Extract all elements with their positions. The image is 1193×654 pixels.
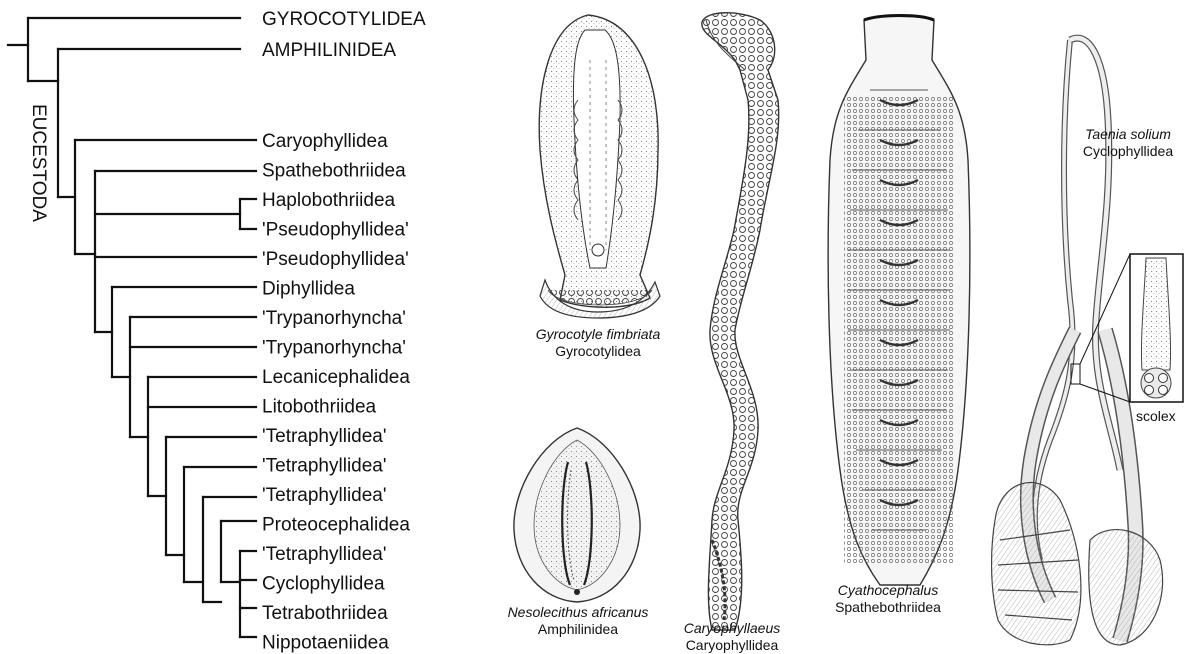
caption-nesolecithus: Nesolecithus africanus Amphilinidea	[498, 604, 658, 638]
taxon-label: Tetrabothriidea	[262, 603, 388, 624]
caption-species: Nesolecithus africanus	[498, 604, 658, 621]
taxon-label: 'Tetraphyllidea'	[262, 426, 387, 447]
taxon-label-amphilinidea: AMPHILINIDEA	[262, 40, 396, 61]
taxon-label: Lecanicephalidea	[262, 367, 410, 388]
taxon-label: 'Trypanorhyncha'	[262, 338, 406, 359]
caption-species: Caryophyllaeus	[672, 620, 792, 637]
caption-order: Cyclophyllidea	[1068, 143, 1188, 160]
taxon-label: 'Trypanorhyncha'	[262, 308, 406, 329]
scolex-inset	[1130, 254, 1183, 402]
taxon-label: 'Tetraphyllidea'	[262, 456, 387, 477]
caption-order: Spathebothriidea	[818, 599, 958, 616]
taxon-label: Spathebothriidea	[262, 161, 406, 182]
taxon-label: 'Tetraphyllidea'	[262, 485, 387, 506]
taxon-label: Nippotaeniidea	[262, 633, 389, 654]
caption-species: Cyathocephalus	[818, 582, 958, 599]
caryophyllaeus-illustration	[702, 13, 779, 630]
taxon-label: Proteocephalidea	[262, 515, 410, 536]
cyathocephalus-illustration	[828, 16, 970, 586]
caption-order: Gyrocotylidea	[498, 343, 698, 360]
caption-species: Taenia solium	[1068, 126, 1188, 143]
caption-species: Gyrocotyle fimbriata	[498, 326, 698, 343]
caption-taenia: Taenia solium Cyclophyllidea	[1068, 126, 1188, 160]
taxon-label: Haplobothriidea	[262, 190, 396, 211]
taxon-label: Diphyllidea	[262, 279, 355, 300]
clade-label-eucestoda: EUCESTODA	[28, 104, 49, 222]
taxon-label: 'Pseudophyllidea'	[262, 220, 409, 241]
taxon-label: 'Tetraphyllidea'	[262, 544, 387, 565]
caption-order: Amphilinidea	[498, 621, 658, 638]
taxon-label: Litobothriidea	[262, 397, 377, 418]
taxon-label: Caryophyllidea	[262, 131, 388, 152]
taxon-label-gyrocotylidea: GYROCOTYLIDEA	[262, 9, 426, 30]
caption-caryophyllaeus: Caryophyllaeus Caryophyllidea	[672, 620, 792, 654]
caption-cyathocephalus: Cyathocephalus Spathebothriidea	[818, 582, 958, 616]
scolex-label: scolex	[1136, 408, 1176, 424]
taxon-label: Cyclophyllidea	[262, 574, 385, 595]
eucestoda-taxon-labels: CaryophyllideaSpathebothriideaHaplobothr…	[262, 131, 410, 654]
nesolecithus-illustration	[514, 428, 640, 602]
gyrocotyle-illustration	[539, 15, 660, 318]
taxon-label: 'Pseudophyllidea'	[262, 249, 409, 270]
caption-gyrocotyle: Gyrocotyle fimbriata Gyrocotylidea	[498, 326, 698, 360]
caption-order: Caryophyllidea	[672, 637, 792, 654]
